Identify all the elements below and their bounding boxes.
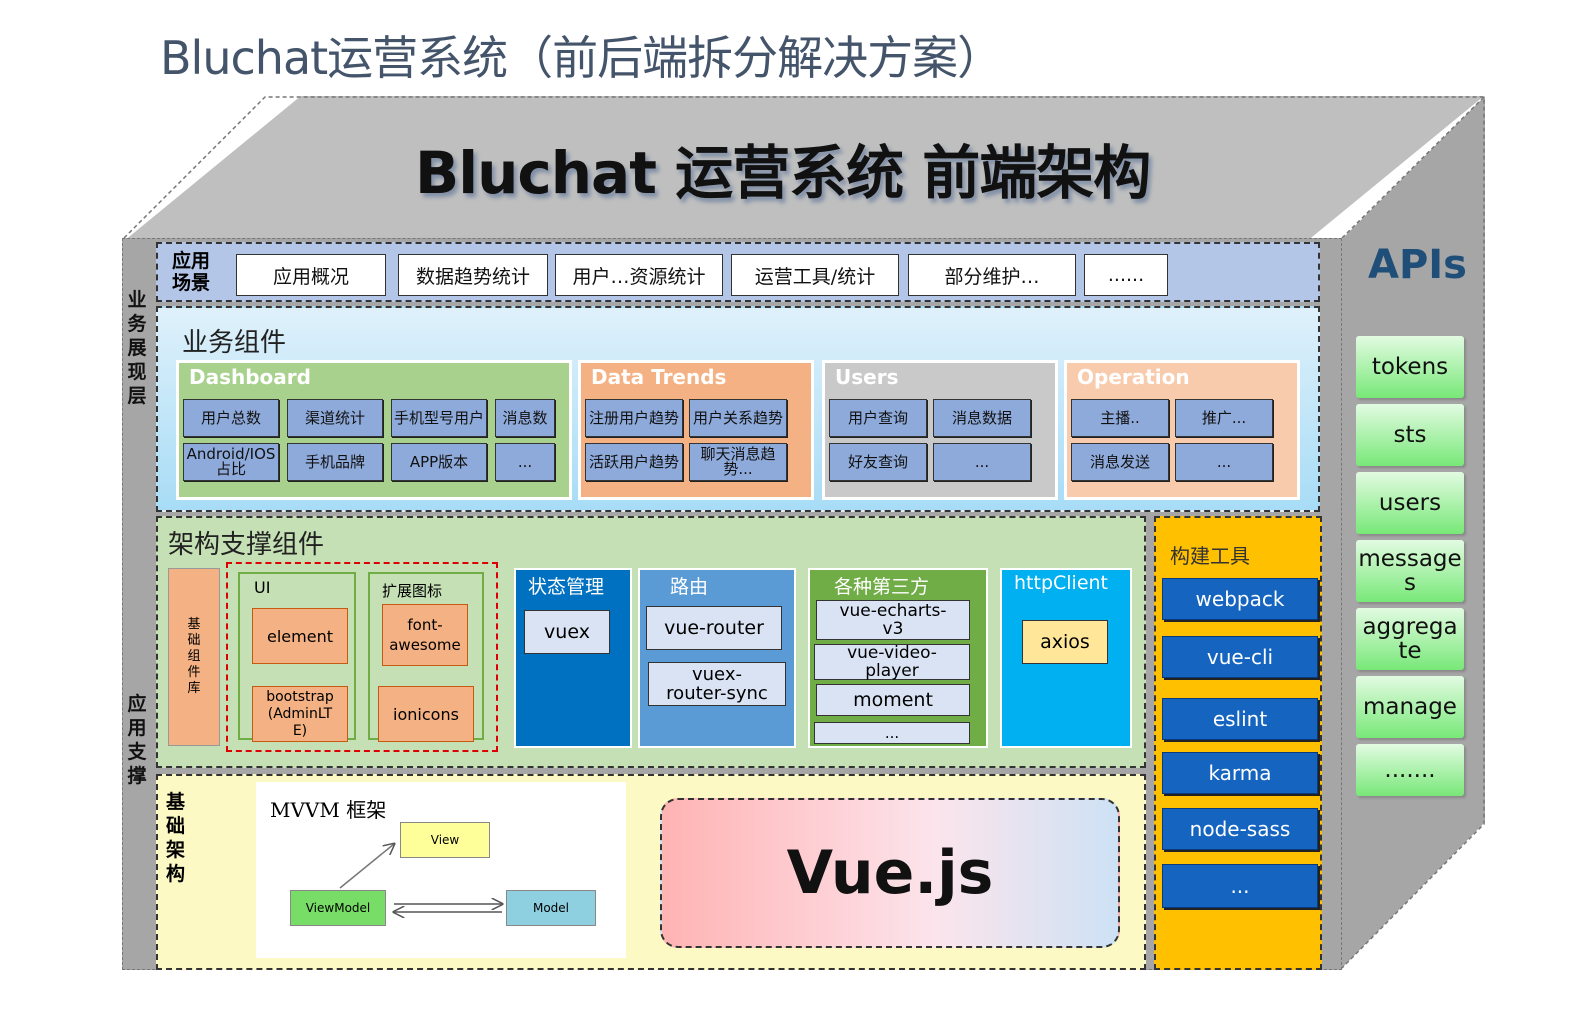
lib-box: vuex — [524, 610, 610, 654]
lib-box: moment — [816, 684, 970, 716]
architecture-title: Bluchat 运营系统 前端架构 — [415, 139, 1151, 207]
panel-title: 路由 — [670, 576, 709, 598]
arch-title: 架构支撑组件 — [168, 530, 325, 560]
state-management-panel: 状态管理 vuex — [514, 568, 632, 748]
mvvm-arrows — [339, 782, 626, 958]
scenario-item: ...... — [1084, 254, 1168, 296]
base-label: 基础架构 — [166, 791, 186, 885]
api-item: manage — [1356, 676, 1464, 738]
mvvm-viewmodel: ViewModel — [290, 890, 386, 926]
api-item: tokens — [1356, 336, 1464, 398]
component-box: 用户关系趋势 — [689, 399, 787, 437]
group-operation: Operation 主播.. 推广... 消息发送 ... — [1064, 360, 1300, 500]
apis-title: APIs — [1368, 242, 1467, 288]
cube-top-face — [124, 96, 1484, 241]
build-tool: karma — [1162, 752, 1318, 794]
api-item: sts — [1356, 404, 1464, 466]
component-box: 用户总数 — [183, 399, 279, 437]
component-box: ... — [495, 443, 555, 481]
api-item: ....... — [1356, 744, 1464, 796]
build-tool: vue-cli — [1162, 636, 1318, 678]
build-tool: ... — [1162, 864, 1318, 908]
base-component-library: 基础组件库 — [168, 568, 220, 746]
lib-box: vue-router — [646, 606, 782, 650]
component-box: 活跃用户趋势 — [585, 443, 683, 481]
build-tool: webpack — [1162, 578, 1318, 620]
component-box: 消息数据 — [933, 399, 1031, 437]
mvvm-model: Model — [506, 890, 596, 926]
api-item: message s — [1356, 540, 1464, 602]
component-box: 消息发送 — [1071, 443, 1169, 481]
ui-panel-title: UI — [254, 578, 271, 597]
component-box: ... — [933, 443, 1031, 481]
group-title: Data Trends — [591, 365, 727, 389]
component-box: 消息数 — [495, 399, 555, 437]
third-party-panel: 各种第三方 vue-echarts- v3 vue-video- player … — [808, 568, 988, 748]
api-item: users — [1356, 472, 1464, 534]
group-title: Users — [835, 365, 899, 389]
ui-panel: UI element bootstrap (AdminLT E) — [238, 572, 356, 742]
lib-box: bootstrap (AdminLT E) — [252, 686, 348, 742]
lib-box: ionicons — [378, 686, 474, 742]
group-title: Dashboard — [189, 365, 311, 389]
scenario-row: 应用场景 应用概况 数据趋势统计 用户…资源统计 运营工具/统计 部分维护… .… — [156, 242, 1320, 302]
scenario-item: 部分维护… — [908, 254, 1076, 296]
http-client-panel: httpClient axios — [1000, 568, 1132, 748]
business-components-row: 业务组件 Dashboard 用户总数 渠道统计 手机型号用户 消息数 Andr… — [156, 306, 1320, 512]
biz-title: 业务组件 — [182, 328, 287, 358]
vuejs-block: Vue.js — [660, 798, 1120, 948]
scenario-label: 应用场景 — [172, 250, 211, 294]
group-data-trends: Data Trends 注册用户趋势 用户关系趋势 活跃用户趋势 聊天消息趋势.… — [578, 360, 814, 500]
scenario-item: 应用概况 — [236, 254, 386, 296]
build-tool: eslint — [1162, 698, 1318, 740]
component-box: 注册用户趋势 — [585, 399, 683, 437]
layer-label-presentation: 业务展现层 — [127, 289, 147, 407]
mvvm-title: MVVM 框架 — [270, 798, 387, 822]
icons-panel: 扩展图标 font- awesome ionicons — [368, 572, 484, 742]
mvvm-view: View — [400, 822, 490, 858]
component-box: Android/IOS占比 — [183, 443, 279, 481]
panel-title: httpClient — [1014, 572, 1109, 594]
mvvm-diagram: MVVM 框架 View ViewModel Model — [256, 782, 626, 958]
lib-box: vuex- router-sync — [648, 662, 786, 706]
scenario-item: 用户…资源统计 — [555, 254, 723, 296]
lib-box: ... — [814, 722, 970, 744]
lib-box: font- awesome — [382, 604, 468, 666]
architecture-support-row: 架构支撑组件 基础组件库 UI element bootstrap (Admin… — [156, 516, 1146, 768]
lib-box: vue-echarts- v3 — [816, 600, 970, 640]
router-panel: 路由 vue-router vuex- router-sync — [638, 568, 796, 748]
lib-box: element — [252, 608, 348, 664]
component-box: APP版本 — [391, 443, 487, 481]
api-item: aggrega te — [1356, 608, 1464, 670]
scenario-item: 运营工具/统计 — [731, 254, 899, 296]
panel-title: 各种第三方 — [834, 576, 930, 598]
component-box: 渠道统计 — [287, 399, 383, 437]
base-architecture-row: 基础架构 MVVM 框架 View ViewModel Model Vue.js — [156, 774, 1146, 970]
panel-title: 状态管理 — [528, 576, 605, 598]
layer-label-support: 应用支撑 — [127, 693, 147, 787]
build-title: 构建工具 — [1170, 544, 1250, 568]
component-box: 好友查询 — [829, 443, 927, 481]
ui-lib-area: UI element bootstrap (AdminLT E) 扩展图标 fo… — [226, 562, 498, 752]
component-box: 手机型号用户 — [391, 399, 487, 437]
icons-panel-title: 扩展图标 — [382, 582, 443, 600]
build-tool: node-sass — [1162, 808, 1318, 850]
page-title: Bluchat运营系统（前后端拆分解决方案） — [160, 31, 1003, 85]
group-users: Users 用户查询 消息数据 好友查询 ... — [822, 360, 1058, 500]
component-box: 手机品牌 — [287, 443, 383, 481]
component-box: 聊天消息趋势... — [689, 443, 787, 481]
component-box: 用户查询 — [829, 399, 927, 437]
component-box: ... — [1175, 443, 1273, 481]
build-tools-panel: 构建工具 webpack vue-cli eslint karma node-s… — [1154, 516, 1322, 970]
scenario-item: 数据趋势统计 — [398, 254, 548, 296]
group-dashboard: Dashboard 用户总数 渠道统计 手机型号用户 消息数 Android/I… — [176, 360, 572, 500]
component-box: 主播.. — [1071, 399, 1169, 437]
component-box: 推广... — [1175, 399, 1273, 437]
group-title: Operation — [1077, 365, 1190, 389]
lib-box: vue-video- player — [814, 644, 970, 680]
lib-box: axios — [1022, 620, 1108, 664]
